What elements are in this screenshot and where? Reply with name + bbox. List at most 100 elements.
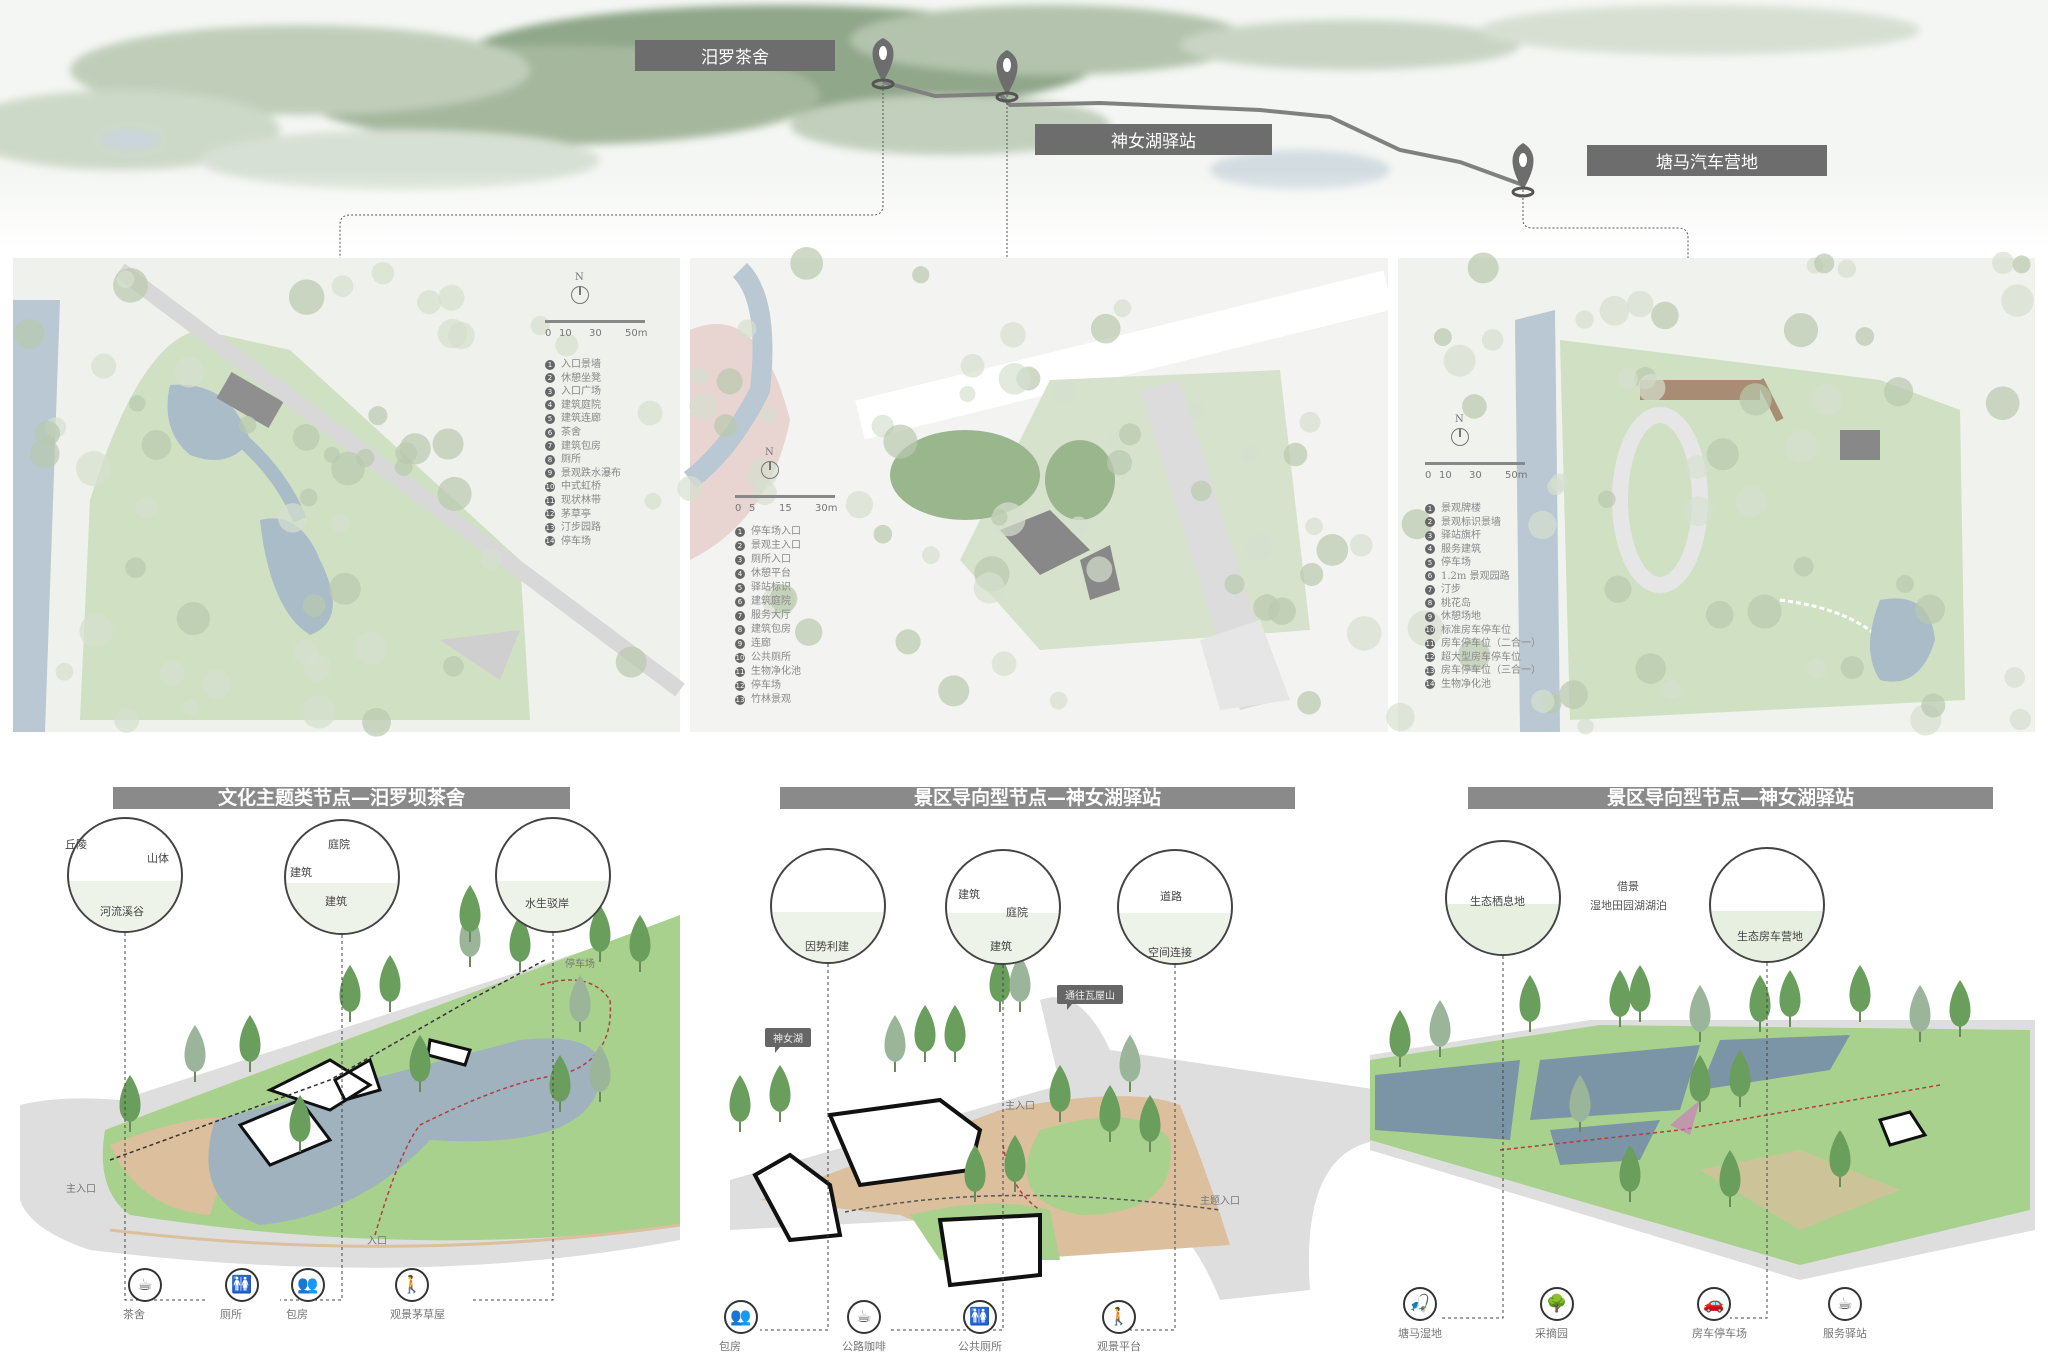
legend-number: 4 [545, 400, 555, 411]
legend-number: 8 [735, 624, 745, 635]
map-pin-icon[interactable] [1511, 143, 1535, 198]
legend-text: 停车场 [751, 680, 781, 691]
tree-canopy [362, 707, 391, 737]
tree-icon [1049, 1065, 1071, 1122]
tree-canopy [1106, 450, 1133, 476]
legend-text: 休憩场地 [1441, 611, 1481, 622]
tree-canopy [1811, 383, 1844, 416]
scale-label: 30 [1469, 470, 1482, 481]
legend-text: 生物净化池 [751, 666, 801, 677]
scale-label: 0 [545, 328, 552, 339]
viewer-icon: 🚶 [395, 1268, 429, 1302]
tree-canopy [637, 400, 663, 426]
toilet-icon: 🚻 [963, 1300, 997, 1334]
tree-canopy [1783, 312, 1819, 348]
legend-text: 入口广场 [561, 386, 601, 398]
legend-number: 6 [545, 427, 555, 438]
tree-canopy [1316, 534, 1349, 566]
scale-label: 50m [625, 328, 648, 339]
tree-icon [409, 1035, 431, 1092]
legend-number: 6 [735, 596, 745, 607]
legend-text: 建筑包房 [561, 440, 601, 452]
tree-canopy [438, 284, 465, 311]
section-title-2: 景区导向型节点—神女湖驿站 [780, 787, 1295, 809]
map-pin-icon[interactable] [995, 50, 1019, 103]
facility-label: 公共厕所 [958, 1340, 1002, 1353]
tree-canopy [176, 601, 210, 636]
tree-canopy [1635, 653, 1666, 684]
viewer-icon: 🚶 [1102, 1300, 1136, 1334]
tree-canopy [437, 318, 468, 349]
scale-label: 10 [559, 328, 572, 339]
scale-label: 50m [1505, 470, 1528, 481]
legend-number: 5 [1425, 557, 1435, 568]
map-pin-icon[interactable] [871, 38, 895, 90]
tree-canopy [1661, 680, 1682, 700]
legend-number: 10 [1425, 625, 1435, 635]
legend-text: 停车场 [561, 535, 591, 547]
tree-canopy [991, 509, 1008, 526]
leader-line [470, 933, 554, 1301]
tree-icon [1009, 955, 1031, 1012]
tree-canopy [1559, 680, 1588, 709]
tree-canopy [737, 319, 757, 339]
legend-text: 汀步园路 [561, 522, 601, 534]
coffee-icon: ☕ [847, 1300, 881, 1334]
scene-label-main-entrance: 主入口 [1005, 1101, 1035, 1112]
concept-illustration [1119, 912, 1231, 963]
tree-canopy [238, 415, 257, 434]
tree-icon [1909, 985, 1931, 1042]
tree-canopy [973, 572, 1005, 604]
concept-circle [1117, 849, 1233, 965]
tree-icon [1689, 1055, 1711, 1112]
legend-number: 7 [1425, 584, 1435, 595]
tree-icon [119, 1075, 141, 1132]
tree-canopy [116, 270, 135, 289]
legend-number: 8 [545, 454, 555, 465]
axonometric-scene-2 [730, 997, 1380, 1300]
tree-icon [1519, 975, 1541, 1032]
concept-label: 建筑 [990, 940, 1012, 953]
tree-canopy [714, 414, 738, 438]
scale-label: 30m [815, 503, 838, 514]
pin-label-tangma-campsite[interactable]: 塘马汽车营地 [1587, 145, 1827, 176]
scale-label: 15 [779, 503, 792, 514]
scale-label: 5 [749, 503, 756, 514]
tree-icon [989, 955, 1011, 1012]
tree-canopy [55, 662, 74, 681]
tree-canopy [1401, 509, 1432, 540]
site-plan-3 [1398, 258, 2035, 732]
legend-text: 中式虹桥 [561, 481, 601, 493]
legend-text: 连廊 [751, 638, 771, 649]
tree-canopy [1299, 411, 1321, 433]
facility-label: 公路咖啡 [842, 1340, 886, 1353]
tree-icon [1719, 1150, 1741, 1207]
tree-canopy [91, 353, 117, 379]
legend-text: 茶舍 [561, 427, 581, 438]
tree-icon [549, 1055, 571, 1112]
tree-canopy [1806, 658, 1828, 679]
legend-text: 标准房车停车位 [1441, 624, 1511, 636]
legend-number: 12 [1425, 652, 1435, 662]
picking-icon: 🌳 [1540, 1287, 1574, 1321]
axonometric-scene-3 [1370, 1020, 2035, 1280]
tree-canopy [202, 670, 231, 699]
tree-icon [1099, 1085, 1121, 1142]
pin-label-shennvhu-station[interactable]: 神女湖驿站 [1035, 124, 1272, 155]
tree-canopy [1685, 455, 1709, 479]
tree-icon [379, 955, 401, 1012]
pin-label-miluo-teahouse[interactable]: 汨罗茶舍 [635, 40, 835, 71]
legend-text: 驿站标识 [751, 582, 791, 593]
tree-icon [339, 965, 361, 1022]
legend-number: 9 [1425, 611, 1435, 622]
legend-item: 9 休憩场地 [1425, 610, 1595, 623]
tree-canopy [79, 613, 114, 648]
